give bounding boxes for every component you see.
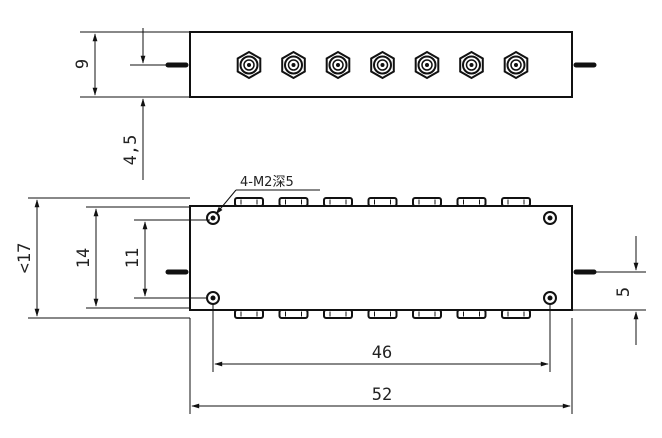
front-body <box>189 205 573 311</box>
top-body <box>189 31 573 98</box>
mounting-holes <box>206 211 557 305</box>
top-connector <box>281 50 306 80</box>
side-connector <box>501 309 531 319</box>
hole-note: 4-M2深5 <box>215 175 320 215</box>
dim-overall-width: 52 <box>189 318 573 414</box>
side-connector <box>456 197 487 207</box>
dim-inner-height: 11 <box>123 219 210 299</box>
side-connector <box>367 309 398 319</box>
top-connector <box>370 50 395 80</box>
hole-note-label: 4-M2深5 <box>240 175 294 190</box>
mounting-hole <box>206 291 220 305</box>
dim-overall-height-label: <17 <box>15 243 35 274</box>
dim-pin-offset: 5 <box>572 236 646 345</box>
dim-hole-pitch-h: 46 <box>212 304 551 372</box>
top-connector <box>236 50 262 80</box>
top-connector <box>459 50 484 80</box>
dim-hole-pitch-v: 14 <box>74 206 190 309</box>
dim-overall-height: <17 <box>15 197 190 319</box>
dim-pin-offset-label: 5 <box>614 287 634 297</box>
dim-top-height: 9 <box>73 31 190 98</box>
top-view: 9 4,5 <box>73 28 597 180</box>
side-connector <box>234 197 264 207</box>
top-connector <box>325 50 351 80</box>
mounting-hole <box>543 211 557 225</box>
top-connector <box>414 50 440 80</box>
side-connector <box>323 197 353 207</box>
side-connector <box>501 197 531 207</box>
front-view: 4-M2深5 <17 14 11 5 <box>15 175 646 414</box>
dim-overall-width-label: 52 <box>372 385 392 405</box>
side-connector <box>456 309 487 319</box>
front-connectors <box>234 197 531 319</box>
side-connector <box>412 197 442 207</box>
side-connector <box>412 309 442 319</box>
side-connector <box>323 309 353 319</box>
dim-top-offset-label: 4,5 <box>121 135 141 166</box>
dim-inner-height-label: 11 <box>123 248 143 268</box>
top-connectors <box>236 50 529 80</box>
mounting-hole <box>206 211 220 225</box>
side-connector <box>278 309 309 319</box>
side-connector <box>234 309 264 319</box>
dim-top-offset: 4,5 <box>121 28 168 180</box>
dim-top-height-label: 9 <box>73 59 93 69</box>
side-connector <box>278 197 309 207</box>
top-connector <box>503 50 529 80</box>
side-connector <box>367 197 398 207</box>
dim-hole-pitch-h-label: 46 <box>372 343 392 363</box>
mounting-hole <box>543 291 557 305</box>
dim-hole-pitch-v-label: 14 <box>74 248 94 268</box>
